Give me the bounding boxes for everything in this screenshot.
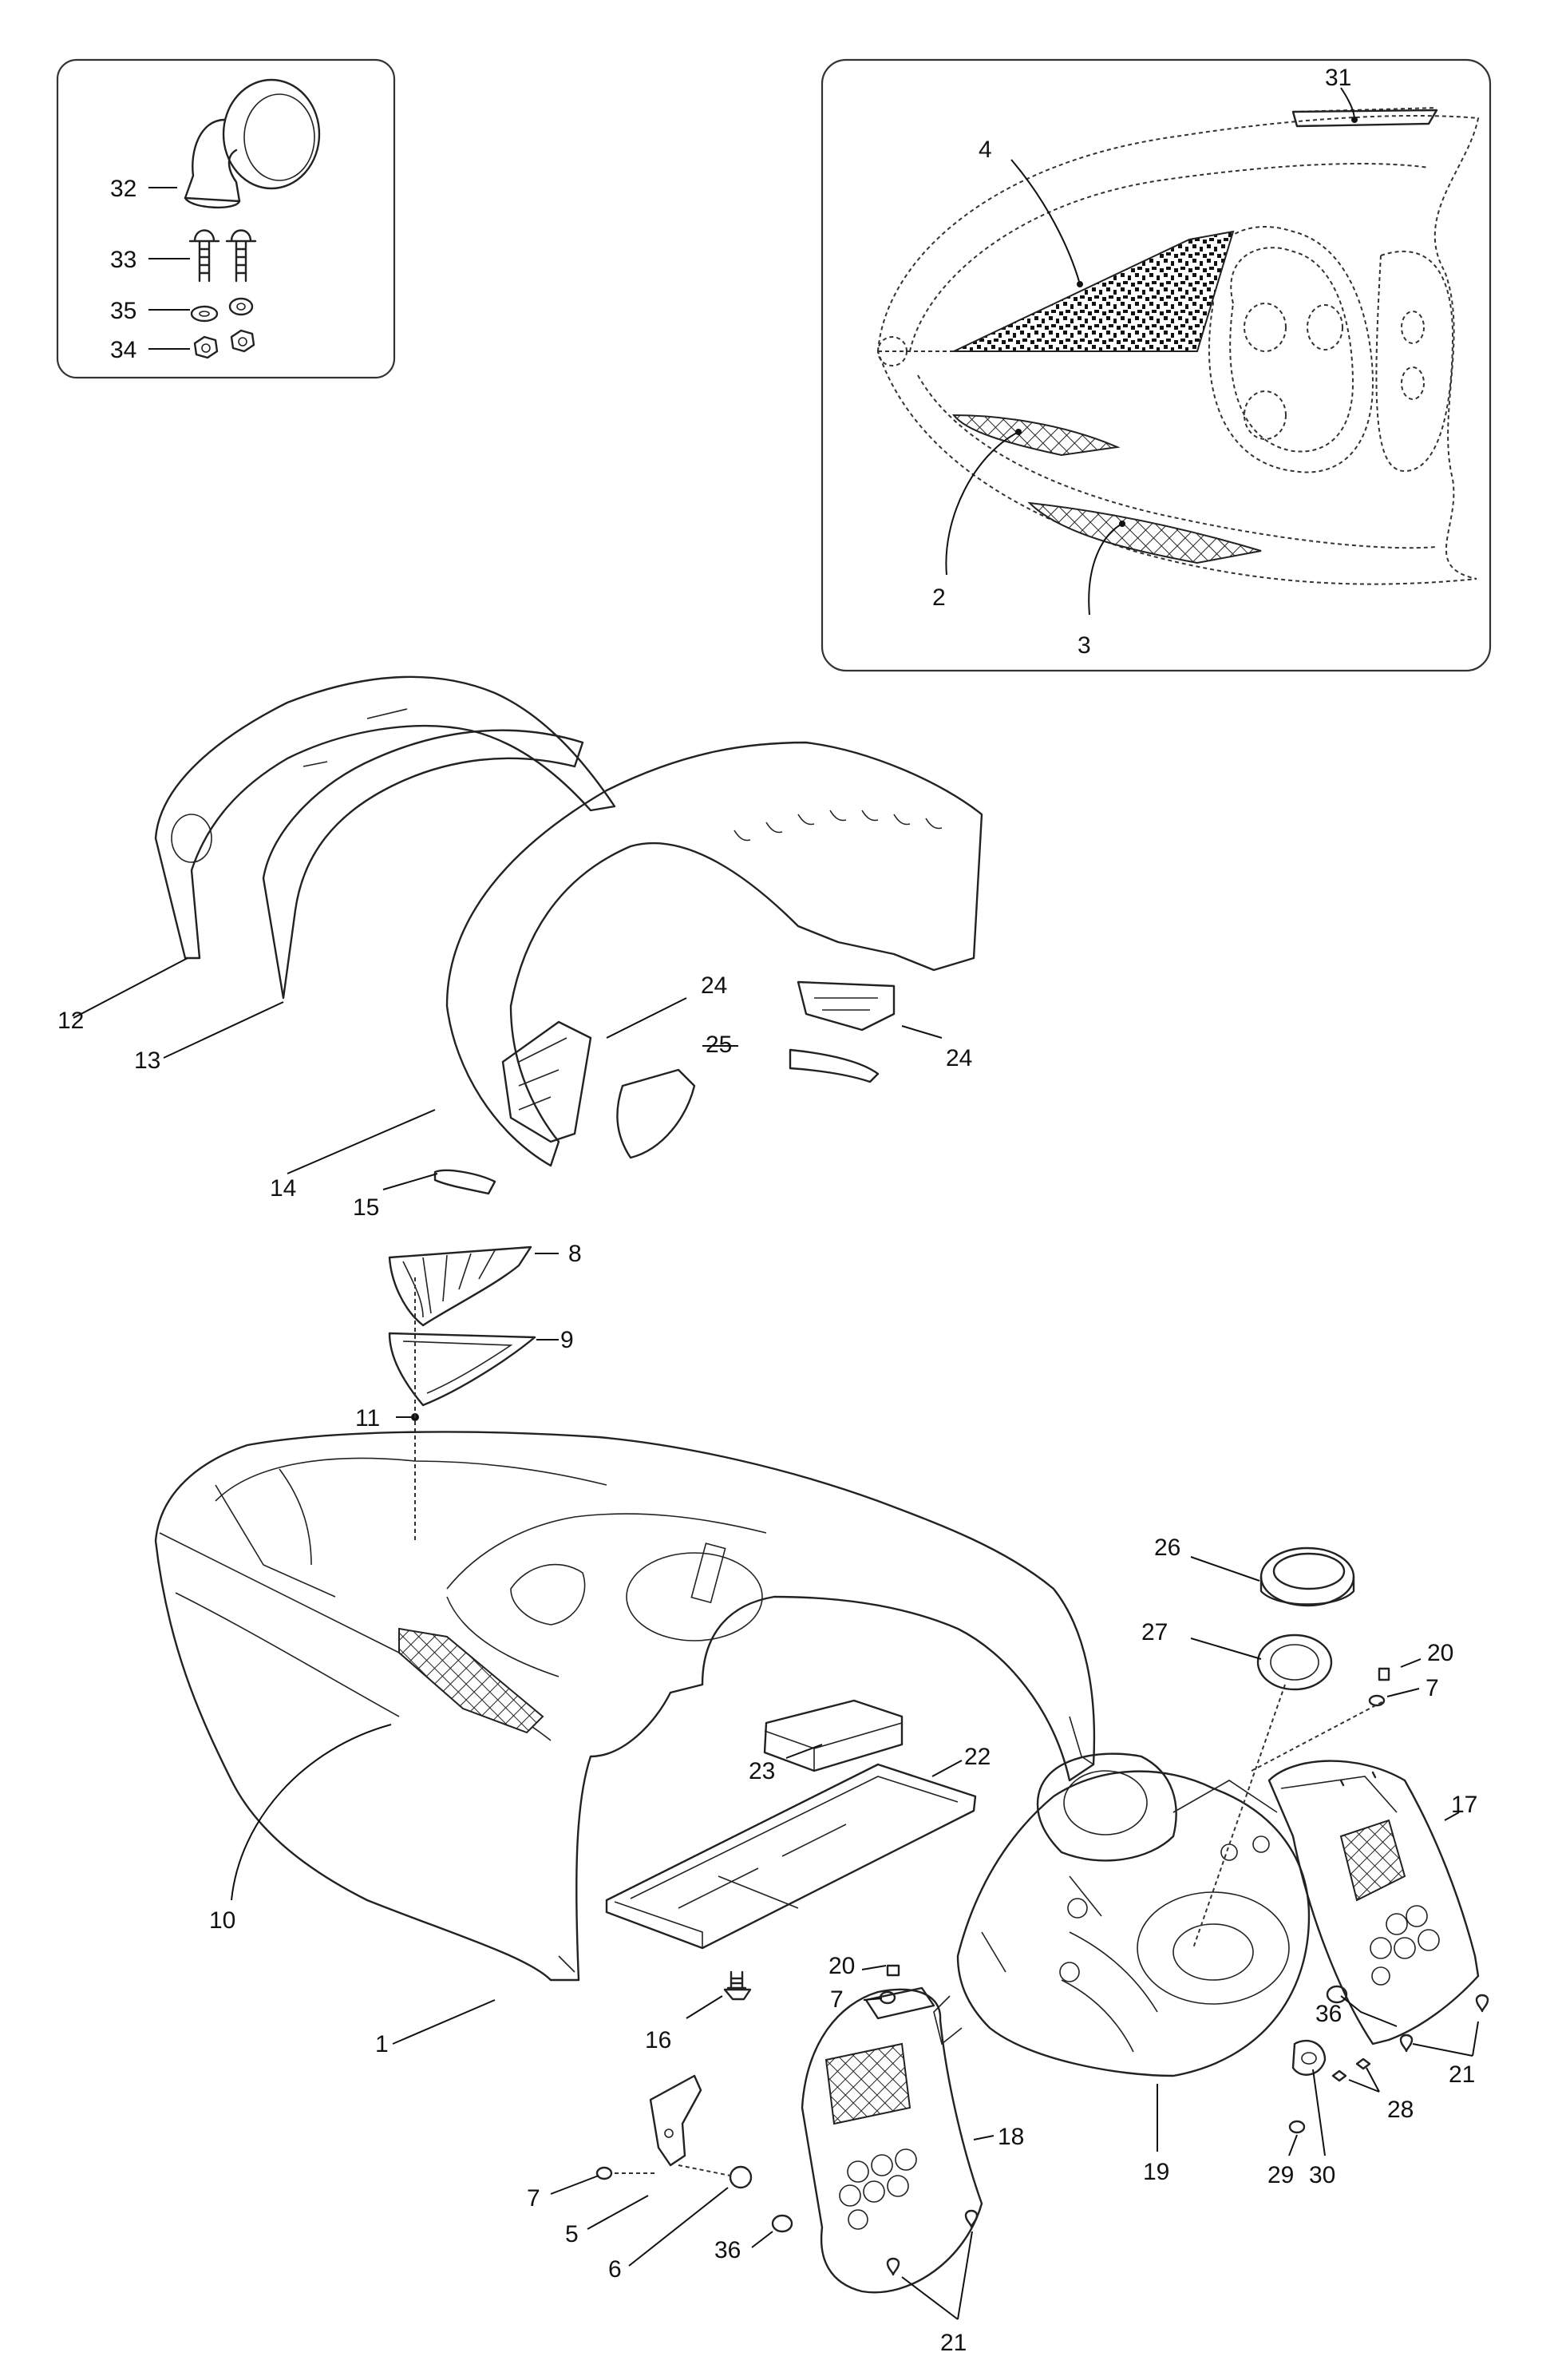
callout-22: 22 (964, 1744, 991, 1770)
callout-23: 23 (749, 1758, 775, 1784)
callout-2: 2 (932, 584, 946, 611)
callout-27: 27 (1141, 1619, 1168, 1645)
part-15-clip (433, 1169, 496, 1195)
callout-35: 35 (110, 298, 136, 324)
part-36-left (771, 2214, 793, 2233)
part-35-washers (190, 297, 254, 323)
callout-9: 9 (560, 1327, 574, 1353)
callout-7-mid: 7 (830, 1986, 844, 2013)
part-30-bracket (1291, 2039, 1327, 2076)
part-9-grille (388, 1332, 536, 1407)
callout-7-right: 7 (1426, 1675, 1439, 1701)
callout-31: 31 (1325, 65, 1351, 91)
callout-24-right: 24 (946, 1045, 972, 1071)
part-7-washer-left (595, 2166, 613, 2180)
part-29-washer (1288, 2120, 1306, 2134)
part-24-bracket-right (797, 980, 896, 1032)
part-27-seal (1256, 1634, 1333, 1691)
part-25-pads (616, 1048, 880, 1159)
callout-21-right: 21 (1449, 2061, 1475, 2088)
callout-33: 33 (110, 247, 136, 273)
part-3-mesh-right (1027, 501, 1262, 564)
callout-29: 29 (1267, 2162, 1294, 2188)
callout-17: 17 (1451, 1792, 1477, 1818)
callout-36-right: 36 (1315, 2001, 1342, 2027)
callout-6: 6 (608, 2256, 622, 2283)
part-33-screws (188, 229, 257, 283)
right-fasteners (1288, 1667, 1489, 2134)
part-23-mat (763, 1699, 904, 1772)
part-16-screw (723, 1970, 752, 2001)
part-4-mesh-upper (953, 230, 1235, 352)
callout-34: 34 (110, 337, 136, 363)
left-fasteners (771, 1964, 979, 2276)
callout-13: 13 (134, 1047, 160, 1074)
part-34-nuts (193, 329, 255, 359)
callout-11: 11 (355, 1405, 380, 1432)
callout-21-left: 21 (940, 2330, 967, 2356)
part-6-cap (729, 2165, 753, 2189)
part-5-latch (649, 2074, 702, 2167)
callout-7-left: 7 (527, 2185, 540, 2212)
part-2-mesh-left (951, 414, 1121, 457)
part-31-plate (1291, 109, 1438, 128)
callout-4: 4 (979, 137, 992, 163)
callout-36-left: 36 (714, 2237, 741, 2263)
callout-18: 18 (998, 2124, 1024, 2150)
part-18-side-panel (801, 1986, 983, 2294)
part-24-bracket-left (501, 1020, 592, 1143)
callout-28: 28 (1387, 2097, 1414, 2123)
part-13-liner (262, 729, 584, 1000)
callout-20-right: 20 (1427, 1640, 1453, 1666)
mirror-hardware-inset: 32 33 35 34 (56, 58, 396, 379)
bottom-view-inset: 4 2 3 31 (821, 58, 1492, 672)
callout-12: 12 (57, 1008, 84, 1034)
callout-30: 30 (1309, 2162, 1335, 2188)
part-12-liner (154, 675, 616, 960)
callout-8: 8 (568, 1241, 582, 1267)
part-36-right (1326, 1985, 1348, 2004)
callout-25: 25 (706, 1032, 732, 1058)
callout-10: 10 (209, 1907, 235, 1934)
part-26-ring (1259, 1546, 1355, 1607)
part-17-side-panel (1267, 1760, 1480, 2045)
callout-24-left: 24 (701, 972, 727, 999)
part-14-liner (445, 741, 983, 1167)
part-10-grille-vent (398, 1627, 544, 1734)
callout-3: 3 (1078, 632, 1091, 659)
callout-19: 19 (1143, 2159, 1169, 2185)
callout-16: 16 (645, 2027, 671, 2053)
callout-32: 32 (110, 176, 136, 202)
callout-15: 15 (353, 1194, 379, 1221)
callout-14: 14 (270, 1175, 296, 1202)
part-32-mirror (184, 78, 321, 209)
part-8-grille-cover (388, 1245, 532, 1327)
part-22-tray (605, 1763, 977, 1950)
callout-26: 26 (1154, 1535, 1180, 1561)
callout-20-left: 20 (828, 1953, 855, 1979)
part-1-body (154, 1431, 1096, 1982)
part-19-panel (933, 1752, 1311, 2077)
callout-1: 1 (375, 2031, 389, 2057)
callout-5: 5 (565, 2221, 579, 2247)
